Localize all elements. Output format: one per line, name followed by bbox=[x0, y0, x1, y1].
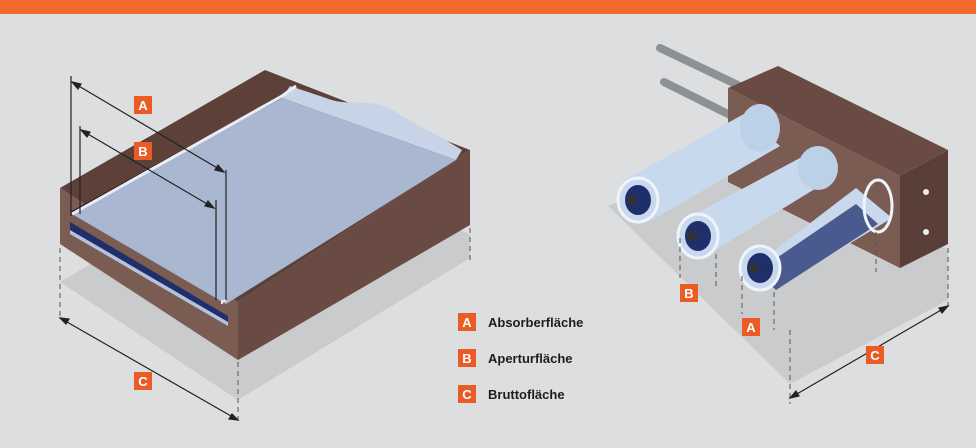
badge-a-flat: A bbox=[134, 96, 152, 114]
svg-text:B: B bbox=[684, 286, 693, 301]
legend-badge-b: B bbox=[458, 349, 476, 367]
legend-badge-a: A bbox=[458, 313, 476, 331]
badge-c-flat: C bbox=[134, 372, 152, 390]
legend-item-gross: C Bruttofläche bbox=[458, 384, 583, 404]
legend: A Absorberfläche B Aperturfläche C Brutt… bbox=[458, 312, 583, 420]
badge-c-tube: C bbox=[866, 346, 884, 364]
svg-text:A: A bbox=[138, 98, 148, 113]
svg-text:A: A bbox=[746, 320, 756, 335]
svg-text:B: B bbox=[138, 144, 147, 159]
svg-text:C: C bbox=[870, 348, 880, 363]
flat-plate-collector: A B C bbox=[60, 70, 470, 420]
legend-label-gross: Bruttofläche bbox=[488, 387, 565, 402]
legend-item-absorber: A Absorberfläche bbox=[458, 312, 583, 332]
badge-a-tube: A bbox=[742, 318, 760, 336]
legend-badge-c: C bbox=[458, 385, 476, 403]
legend-item-aperture: B Aperturfläche bbox=[458, 348, 583, 368]
svg-text:C: C bbox=[138, 374, 148, 389]
legend-label-aperture: Aperturfläche bbox=[488, 351, 573, 366]
tube-collector: B A C bbox=[608, 48, 948, 404]
badge-b-flat: B bbox=[134, 142, 152, 160]
legend-label-absorber: Absorberfläche bbox=[488, 315, 583, 330]
badge-b-tube: B bbox=[680, 284, 698, 302]
